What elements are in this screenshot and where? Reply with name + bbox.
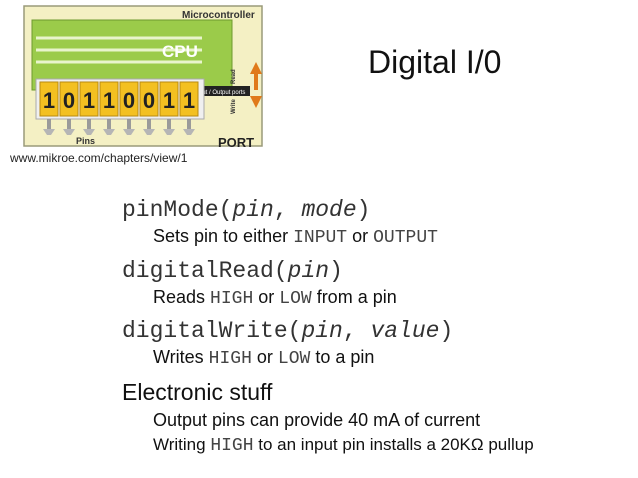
io-ports-box — [192, 86, 250, 96]
electronic-line-2: Writing HIGH to an input pin installs a … — [153, 435, 534, 456]
pin-foot — [63, 129, 75, 135]
pin-foot — [183, 129, 195, 135]
bit-cell — [179, 81, 199, 117]
port-label: PORT — [218, 135, 254, 150]
bit-value: 1 — [183, 88, 195, 113]
pin-foot — [103, 129, 115, 135]
param: pin — [232, 197, 274, 223]
electronic-line-1: Output pins can provide 40 mA of current — [153, 410, 481, 430]
bit-value: 0 — [63, 88, 75, 113]
bit-cell — [119, 81, 139, 117]
cpu-label: CPU — [162, 42, 198, 61]
write-arrow-icon — [250, 96, 262, 108]
param: mode — [301, 197, 357, 223]
keyword: HIGH — [210, 289, 254, 309]
keyword: HIGH — [210, 436, 254, 456]
keyword: OUTPUT — [373, 228, 438, 248]
slide-title: Digital I/0 — [368, 44, 502, 80]
function-name: pinMode( — [122, 197, 233, 223]
param: value — [370, 318, 440, 344]
electronic-heading: Electronic stuff — [122, 379, 273, 405]
pin-foot — [43, 129, 55, 135]
bit-cell — [99, 81, 119, 117]
digitalwrite-description: Writes HIGH or LOW to a pin — [153, 347, 375, 369]
pin-foot — [163, 129, 175, 135]
separator: , — [342, 318, 371, 344]
pin — [47, 119, 51, 129]
pinmode-signature: pinMode(pin, mode) — [122, 197, 370, 223]
bit-value: 1 — [83, 88, 95, 113]
pin-foot — [83, 129, 95, 135]
digitalread-description: Reads HIGH or LOW from a pin — [153, 287, 397, 309]
pin — [87, 119, 91, 129]
bit-cell — [59, 81, 79, 117]
bit-cell — [79, 81, 99, 117]
pin-row — [43, 119, 195, 135]
param: pin — [287, 258, 330, 284]
microcontroller-label: Microcontroller — [182, 10, 255, 21]
separator: , — [273, 197, 302, 223]
digitalwrite-signature: digitalWrite(pin, value) — [122, 318, 453, 344]
pin — [107, 119, 111, 129]
read-arrow-icon — [250, 62, 262, 74]
bit-value: 0 — [143, 88, 155, 113]
pins-label: Pins — [76, 136, 95, 146]
bit-value: 1 — [163, 88, 175, 113]
bit-cell — [39, 81, 59, 117]
source-caption: www.mikroe.com/chapters/view/1 — [10, 151, 188, 165]
keyword: INPUT — [293, 228, 348, 248]
param: pin — [301, 318, 343, 344]
bus-lines — [36, 36, 202, 64]
keyword: LOW — [277, 349, 311, 369]
keyword: HIGH — [208, 349, 252, 369]
read-label: Read — [231, 69, 237, 84]
pin-foot — [143, 129, 155, 135]
write-label: Write — [231, 98, 237, 114]
pinmode-description: Sets pin to either INPUT or OUTPUT — [153, 226, 438, 248]
pin — [147, 119, 151, 129]
bit-value: 1 — [103, 88, 115, 113]
pin — [127, 119, 131, 129]
close-paren: ) — [329, 258, 343, 284]
bit-value: 0 — [123, 88, 135, 113]
close-paren: ) — [356, 197, 371, 223]
pin — [67, 119, 71, 129]
digitalread-signature: digitalRead(pin) — [122, 258, 343, 284]
function-name: digitalRead( — [122, 258, 288, 284]
close-paren: ) — [439, 318, 454, 344]
pin-foot — [123, 129, 135, 135]
bit-cell — [159, 81, 179, 117]
io-ports-label: Input / Output ports — [194, 90, 245, 96]
pin — [167, 119, 171, 129]
cpu-region — [31, 19, 233, 91]
bit-cell — [139, 81, 159, 117]
bit-value: 1 — [43, 88, 55, 113]
function-name: digitalWrite( — [122, 318, 302, 344]
microcontroller-diagram: Microcontroller CPU Input / Output ports… — [23, 5, 263, 150]
pin — [187, 119, 191, 129]
keyword: LOW — [279, 289, 312, 309]
